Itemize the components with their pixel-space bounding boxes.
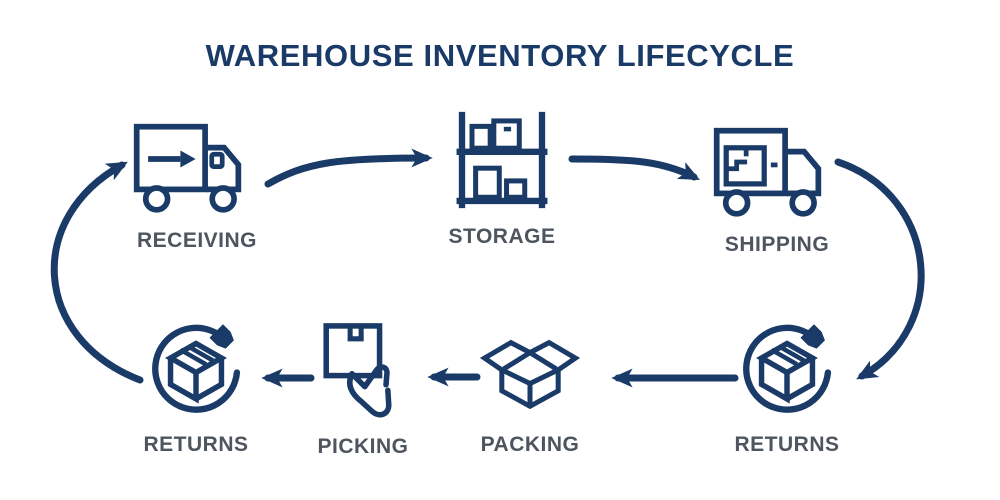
node-returns-left: RETURNS: [96, 314, 296, 457]
receiving-icon-box: [130, 116, 265, 216]
shipping-icon-box: [710, 120, 845, 220]
delivery-truck-arrow-icon: [133, 123, 241, 213]
shelf-boxes-icon: [456, 111, 548, 209]
node-label-shipping: SHIPPING: [724, 233, 830, 256]
node-packing: PACKING: [430, 314, 630, 457]
node-label-picking: PICKING: [317, 435, 409, 458]
box-cycle-icon: [152, 316, 241, 413]
node-returns-right: RETURNS: [687, 314, 887, 457]
returns-left-icon-box: [146, 314, 246, 420]
returns-right-icon-box: [737, 314, 837, 420]
diagram-title: WAREHOUSE INVENTORY LIFECYCLE: [205, 38, 795, 73]
box-cycle-icon: [743, 316, 832, 413]
open-box-icon: [480, 339, 580, 410]
node-picking: PICKING: [263, 316, 463, 459]
node-label-receiving: RECEIVING: [136, 229, 258, 252]
packing-icon-box: [480, 314, 580, 420]
node-label-packing: PACKING: [480, 433, 580, 456]
delivery-truck-parcel-icon: [713, 127, 821, 217]
node-shipping: SHIPPING: [677, 120, 877, 257]
node-label-returns-right: RETURNS: [734, 433, 840, 456]
node-label-returns-left: RETURNS: [143, 433, 249, 456]
picking-icon-box: [317, 316, 409, 422]
hand-box-icon: [323, 323, 392, 418]
node-receiving: RECEIVING: [97, 116, 297, 253]
node-label-storage: STORAGE: [448, 225, 556, 248]
storage-icon-box: [452, 111, 552, 212]
node-storage: STORAGE: [402, 111, 602, 249]
